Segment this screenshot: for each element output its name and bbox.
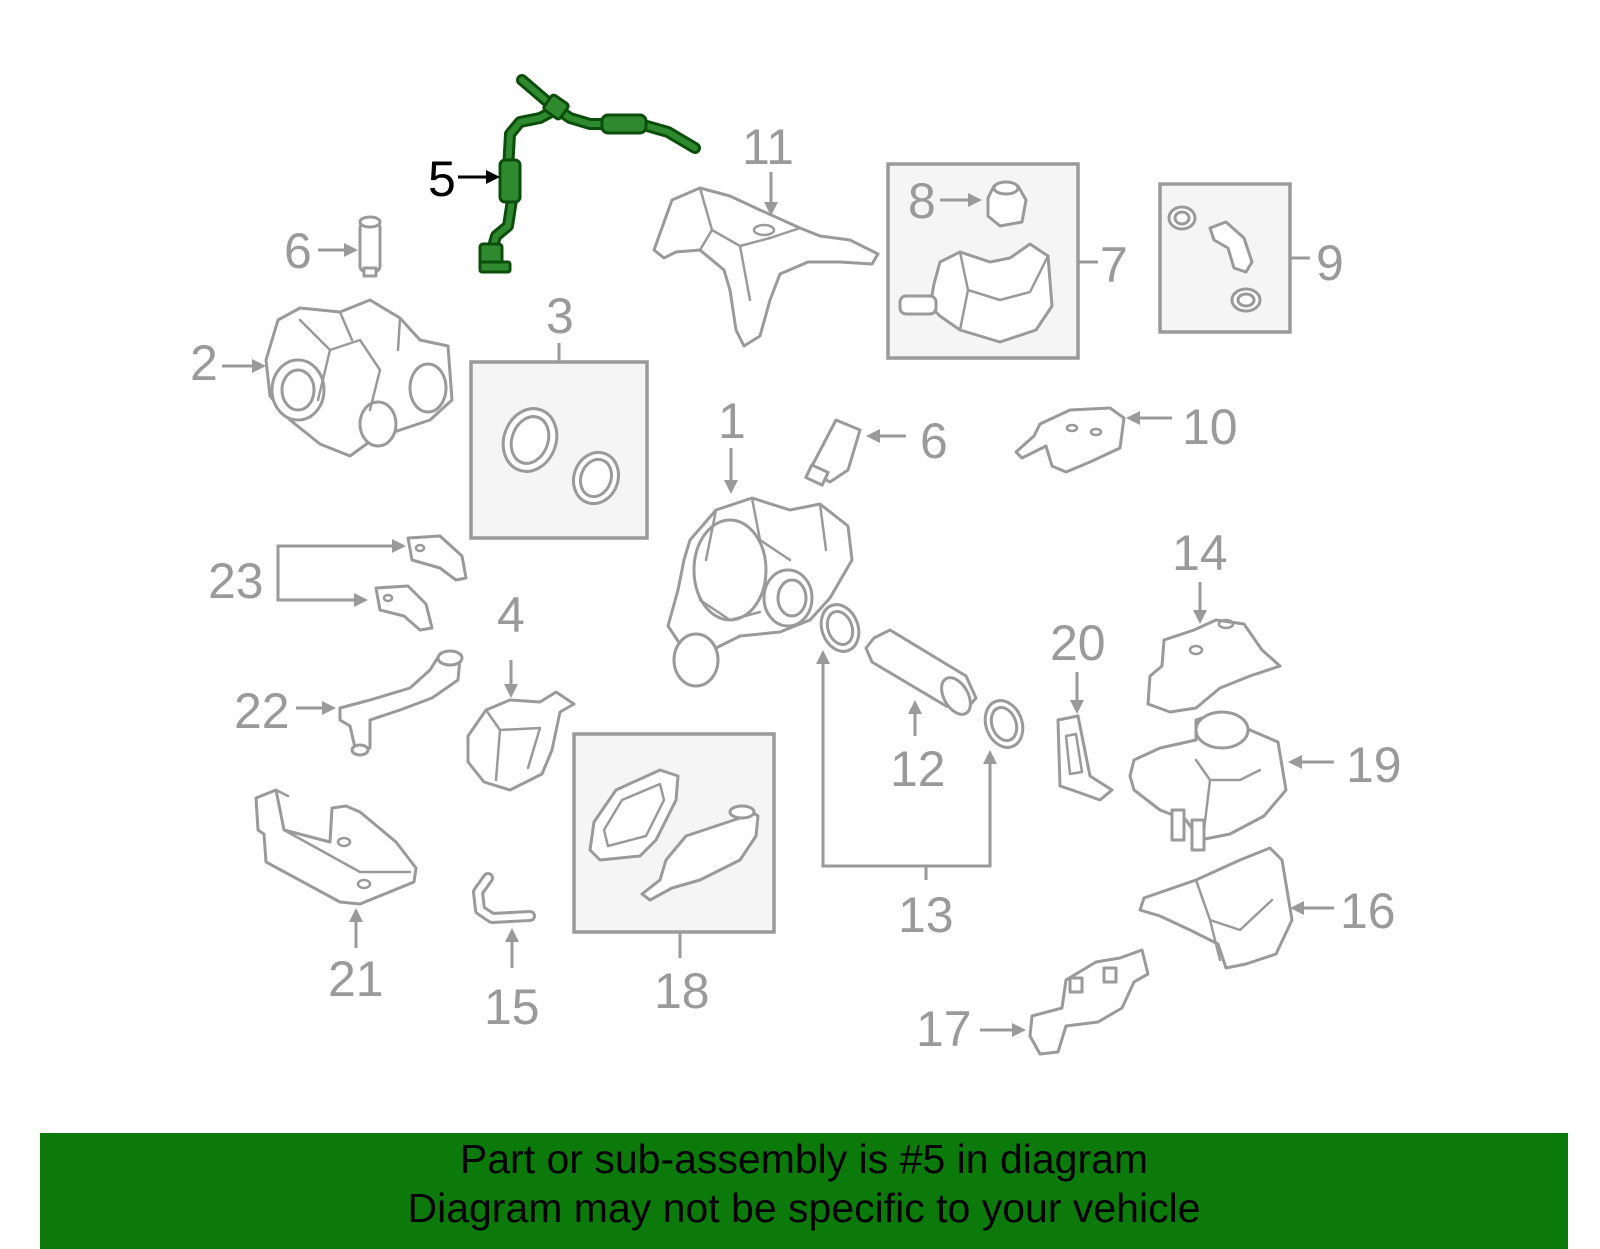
- callout-17: 17: [916, 1001, 1026, 1057]
- part-9-hose-kit: [1158, 182, 1292, 334]
- callout-21-label: 21: [328, 951, 384, 1007]
- callout-13: 13: [816, 650, 997, 943]
- callout-9-label: 9: [1316, 235, 1344, 291]
- callout-4-label: 4: [497, 587, 525, 643]
- part-12-pipe: [864, 628, 978, 716]
- part-16-shield: [1138, 846, 1294, 970]
- part-15-hose: [472, 872, 536, 924]
- callout-11: 11: [742, 119, 794, 216]
- callout-6-upper-label: 6: [284, 223, 312, 279]
- part-5-highlighted-hose[interactable]: [478, 74, 701, 274]
- part-2-housing: [264, 298, 454, 458]
- callout-14: 14: [1172, 525, 1228, 624]
- part-3-seal-kit: [469, 360, 649, 540]
- callout-11-label: 11: [742, 119, 794, 175]
- callout-3: 3: [546, 288, 574, 362]
- callout-1-label: 1: [718, 393, 746, 449]
- part-14-shield: [1146, 618, 1282, 714]
- part-17-bracket: [1028, 948, 1150, 1056]
- callout-4: 4: [497, 587, 525, 698]
- callout-18: 18: [654, 932, 710, 1019]
- callout-19: 19: [1288, 737, 1402, 793]
- callout-22-label: 22: [234, 683, 290, 739]
- callout-9: 9: [1290, 235, 1344, 291]
- part-19-valve: [1128, 710, 1288, 852]
- callout-5-label: 5: [428, 151, 456, 207]
- callout-7: 7: [1078, 237, 1128, 293]
- part-13-clamp-lower: [983, 699, 1025, 749]
- callout-13-label: 13: [898, 887, 954, 943]
- callout-5: 5: [428, 151, 500, 207]
- callout-6-lower: 6: [866, 413, 948, 469]
- callout-20: 20: [1050, 615, 1106, 714]
- callout-18-label: 18: [654, 963, 710, 1019]
- callout-2-label: 2: [190, 335, 218, 391]
- banner-part-note: Part or sub-assembly is #5 in diagram: [459, 1136, 1149, 1182]
- callout-8-label: 8: [908, 173, 936, 229]
- callout-10-label: 10: [1182, 399, 1238, 455]
- callout-16-label: 16: [1340, 883, 1396, 939]
- callout-15-label: 15: [484, 979, 540, 1035]
- part-22-pipe: [338, 649, 464, 757]
- part-1-turbocharger: [666, 496, 854, 688]
- callout-19-label: 19: [1346, 737, 1402, 793]
- banner-disclaimer: Diagram may not be specific to your vehi…: [407, 1185, 1201, 1231]
- callout-12: 12: [890, 700, 946, 797]
- callout-7-label: 7: [1100, 237, 1128, 293]
- info-banner: Part or sub-assembly is #5 in diagram Di…: [40, 1133, 1568, 1249]
- callout-1: 1: [718, 393, 746, 494]
- part-20-plate: [1056, 714, 1114, 802]
- part-21-mount: [254, 788, 418, 906]
- callout-10: 10: [1126, 399, 1238, 455]
- part-13-clamp-upper: [819, 603, 861, 653]
- callout-16: 16: [1290, 883, 1396, 939]
- part-18-gasket-kit: [572, 732, 776, 934]
- callout-23-label: 23: [208, 553, 264, 609]
- part-6-lower-sensor: [804, 418, 862, 487]
- callout-15: 15: [484, 928, 540, 1035]
- callout-6-lower-label: 6: [920, 413, 948, 469]
- callout-20-label: 20: [1050, 615, 1106, 671]
- callout-3-label: 3: [546, 288, 574, 344]
- callout-8: 8: [908, 173, 982, 229]
- part-23-brackets: [374, 534, 468, 632]
- callout-22: 22: [234, 683, 336, 739]
- part-11-heat-shield: [652, 186, 880, 348]
- part-4-cover: [466, 690, 576, 792]
- callout-14-label: 14: [1172, 525, 1228, 581]
- callout-6-upper: 6: [284, 223, 358, 279]
- part-6-upper-sensor: [358, 215, 382, 278]
- callout-12-label: 12: [890, 741, 946, 797]
- callout-2: 2: [190, 335, 266, 391]
- callout-17-label: 17: [916, 1001, 972, 1057]
- callout-21: 21: [328, 908, 384, 1007]
- callout-23: 23: [208, 539, 406, 609]
- part-10-bracket: [1014, 406, 1126, 474]
